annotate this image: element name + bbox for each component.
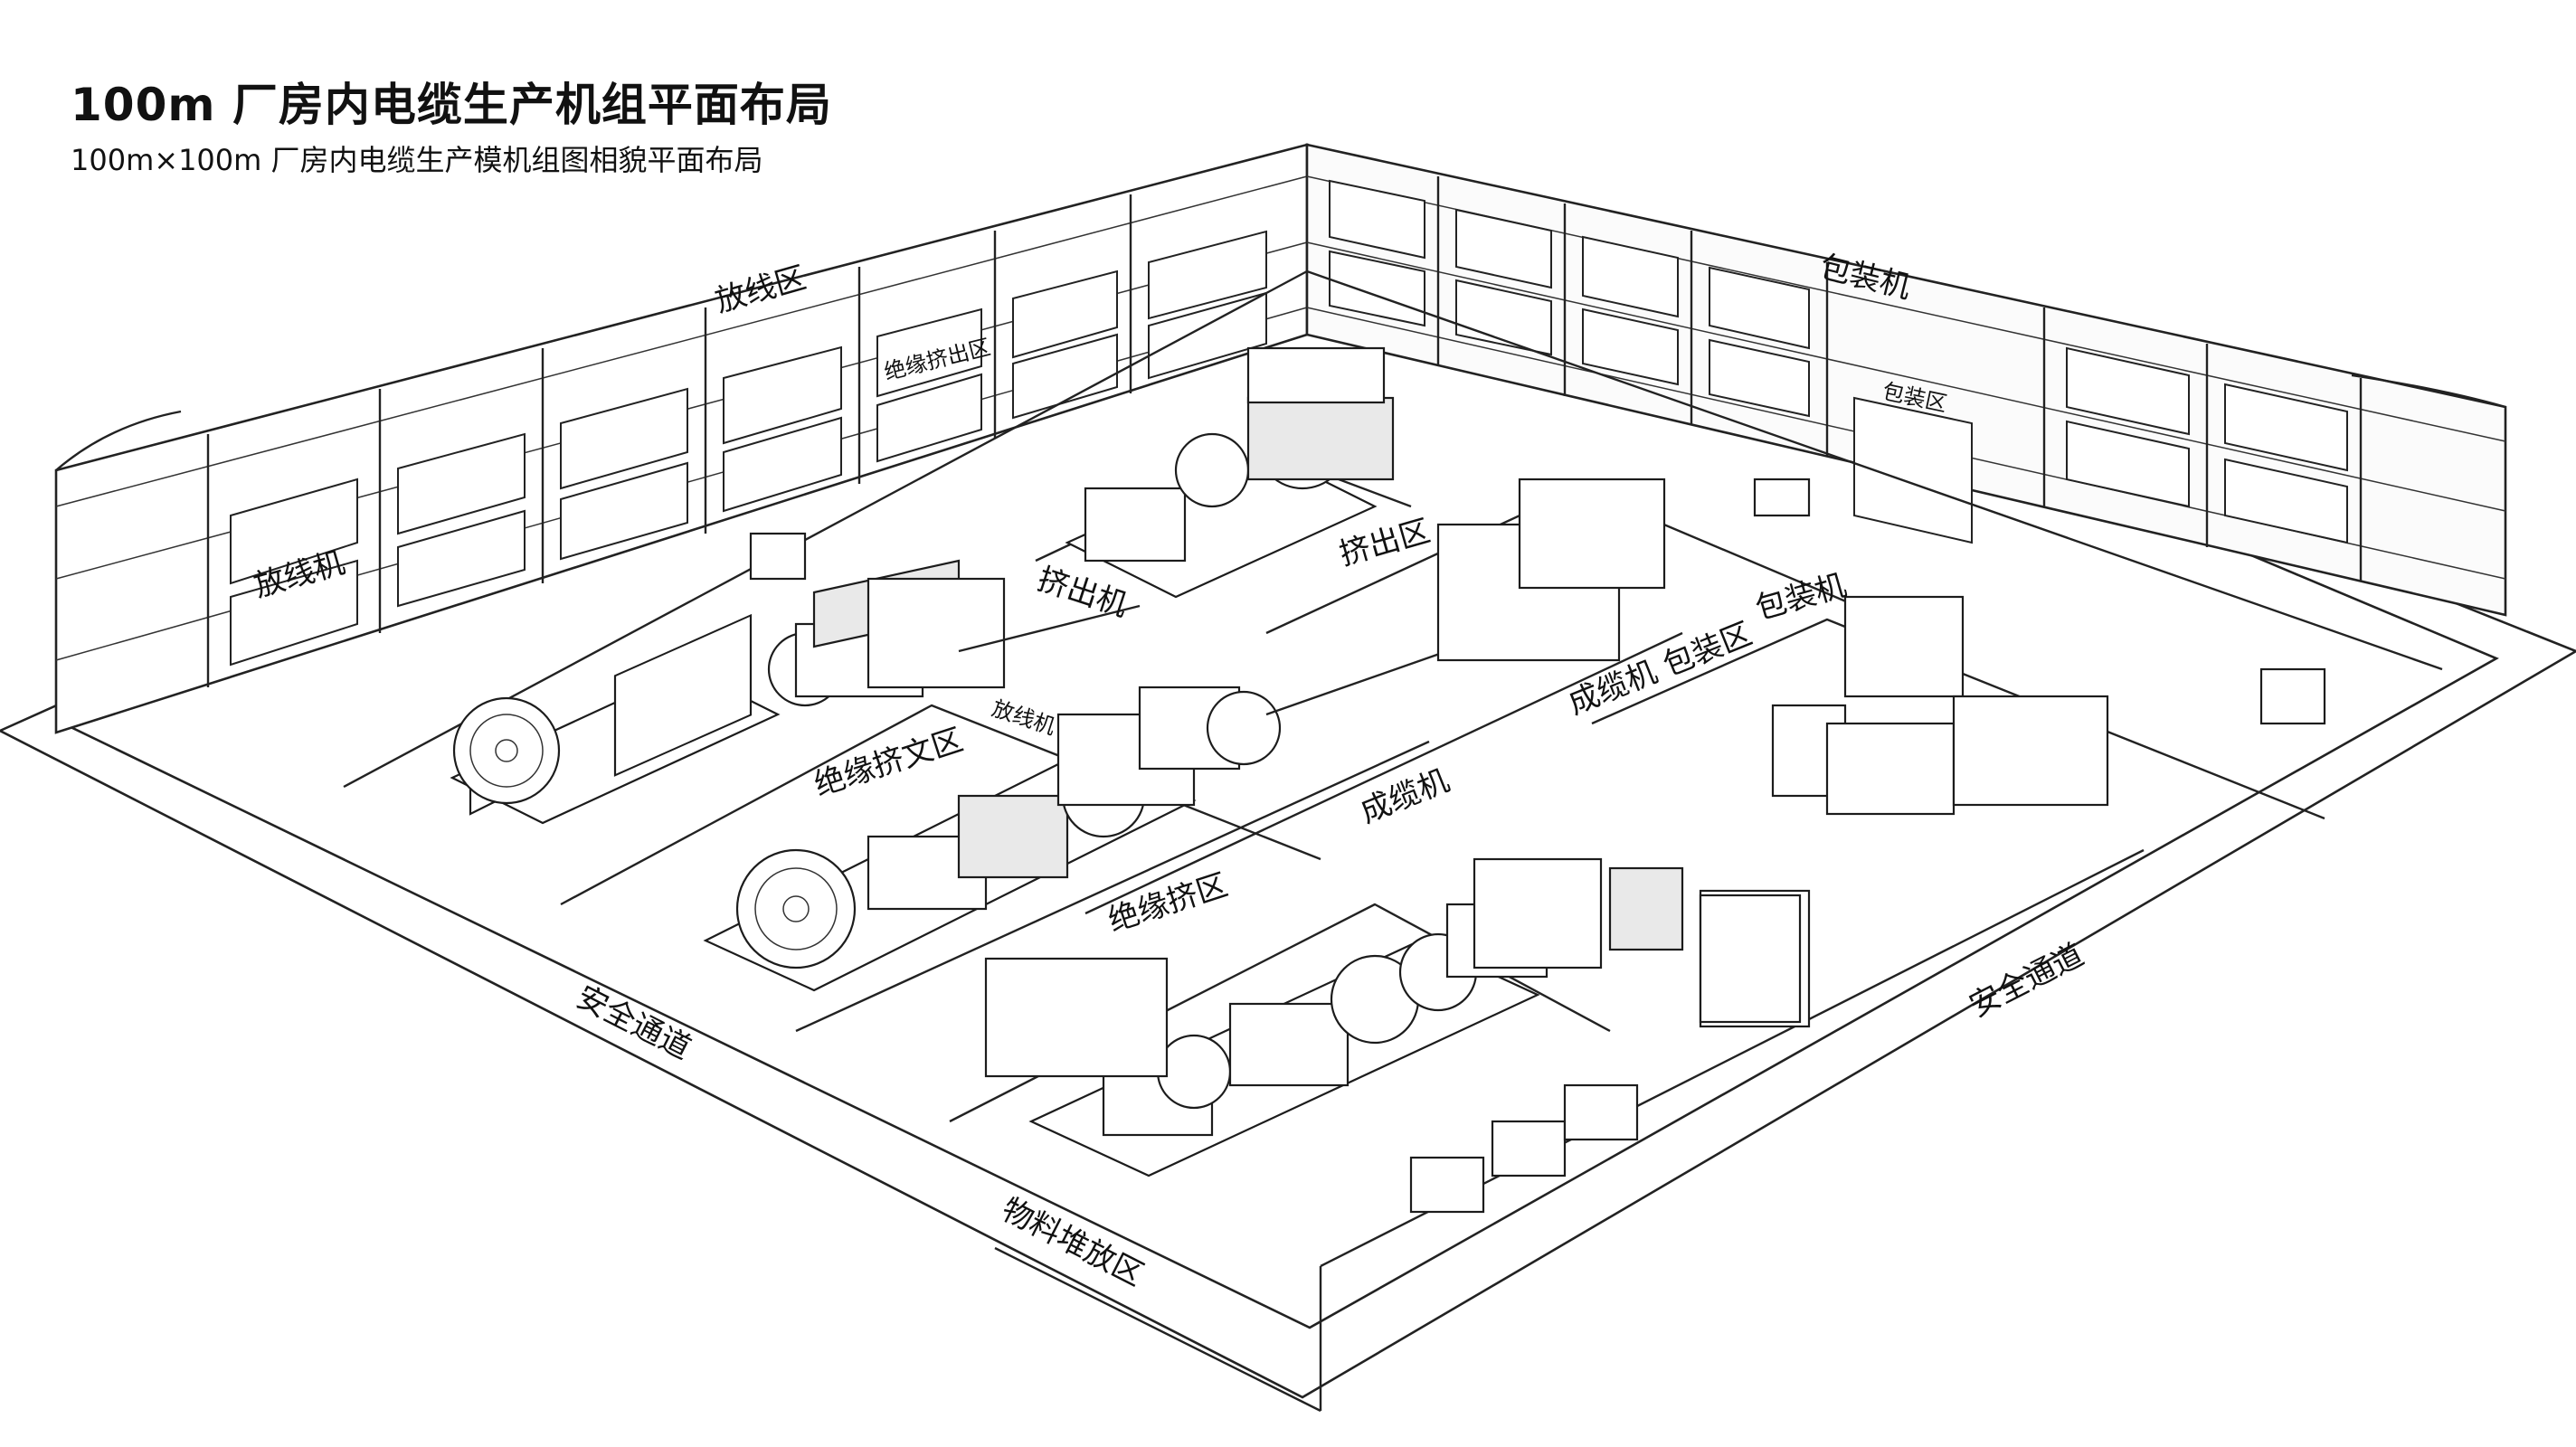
pallet-icon	[749, 532, 807, 581]
packing-area	[1436, 478, 2326, 1024]
material-pallets	[749, 478, 1811, 1214]
pallet-icon	[1409, 1156, 1485, 1214]
extrusion-line	[1065, 346, 1395, 599]
page-title: 100m 厂房内电缆生产机组平面布局	[71, 79, 832, 131]
cable-drum-icon	[452, 696, 561, 805]
payoff-line-1	[450, 559, 1141, 825]
pallet-icon	[1753, 478, 1811, 517]
insulation-line-2	[703, 649, 1448, 992]
cable-drum-icon	[735, 848, 857, 969]
right-back-wall	[1305, 143, 2507, 617]
pallet-icon	[2259, 667, 2326, 725]
pallet-icon	[1491, 1120, 1567, 1177]
pallet-icon	[1563, 1083, 1639, 1141]
packing-zone-door	[1853, 396, 1973, 544]
page-subtitle: 100m×100m 厂房内电缆生产模机组图相貌平面布局	[71, 143, 763, 177]
